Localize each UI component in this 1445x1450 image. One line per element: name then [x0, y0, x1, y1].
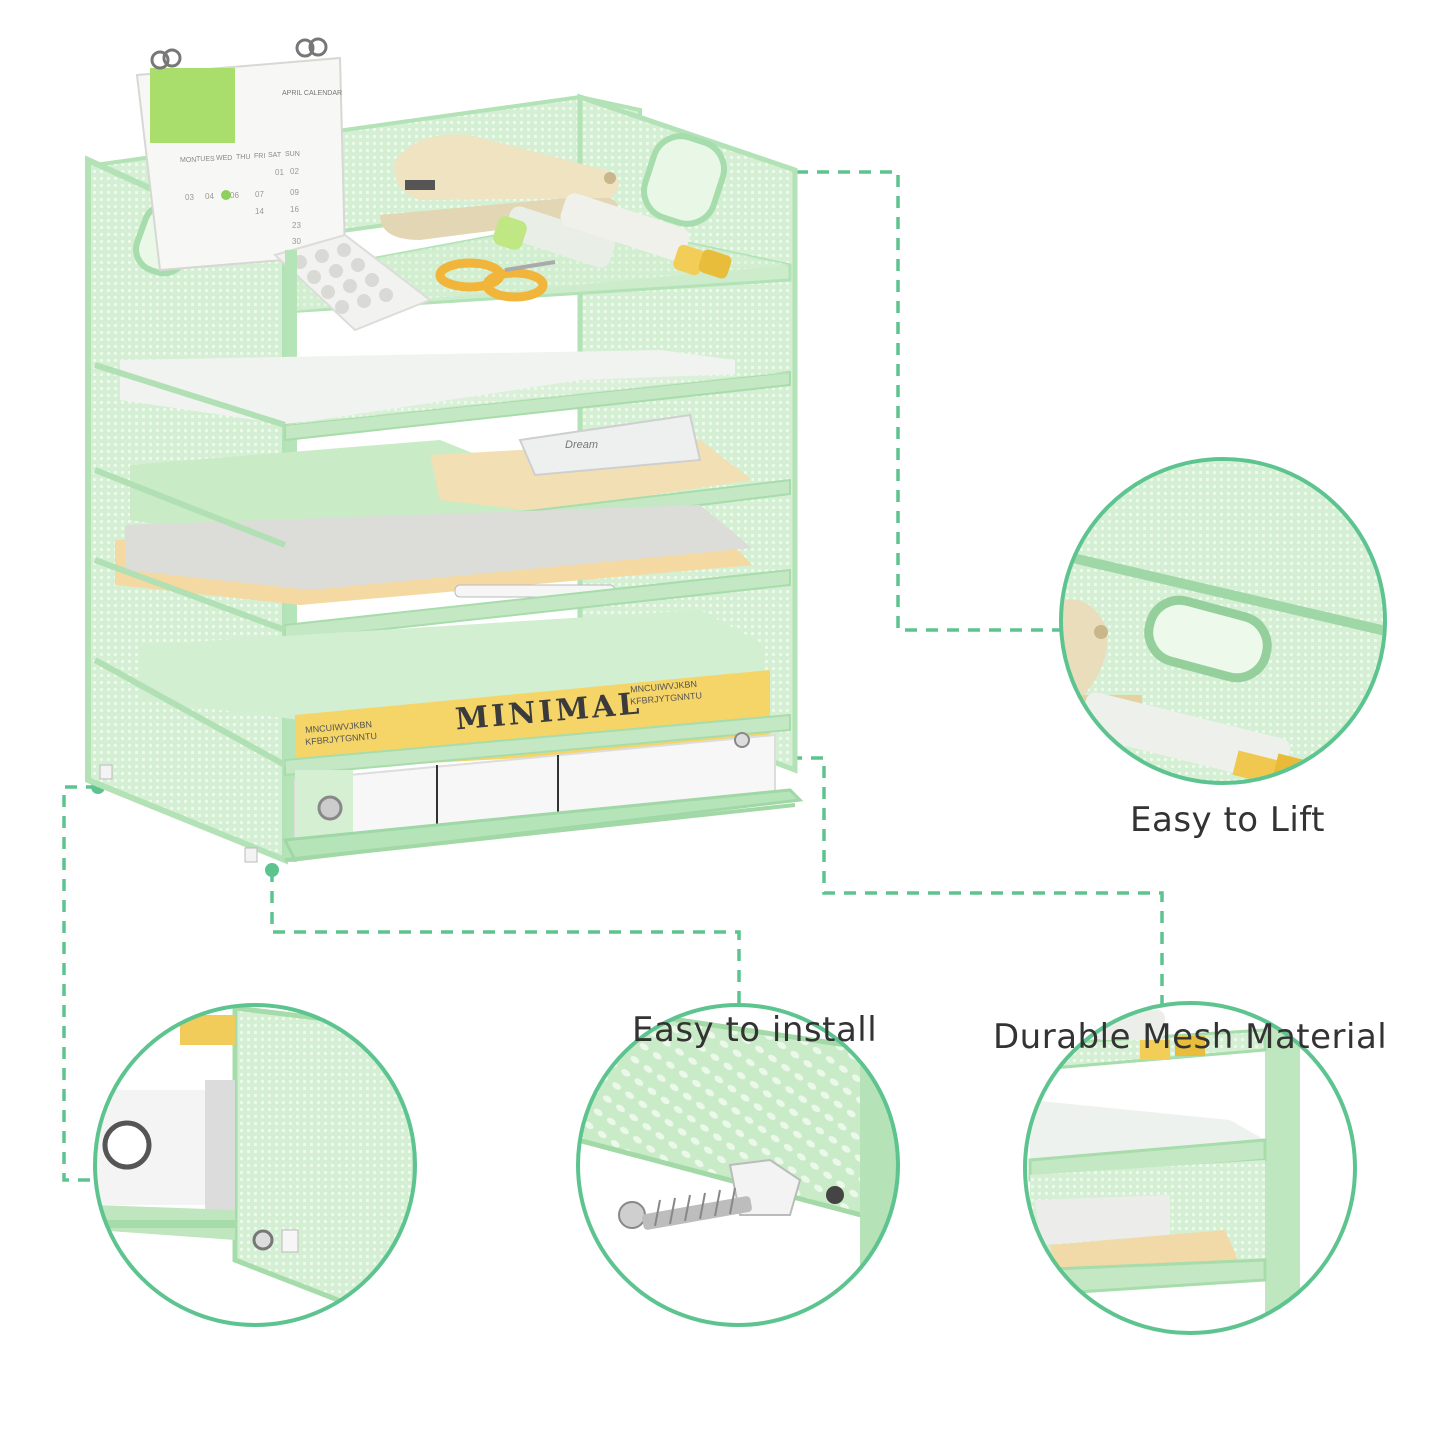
svg-text:16: 16 [290, 205, 299, 214]
svg-text:SAT: SAT [268, 152, 282, 159]
svg-text:06: 06 [230, 191, 239, 200]
svg-text:THU: THU [236, 154, 250, 161]
svg-text:03: 03 [185, 193, 194, 202]
svg-text:04: 04 [205, 192, 214, 201]
calendar-title: APRIL CALENDAR [282, 90, 342, 97]
screw-icon [618, 1187, 752, 1230]
svg-text:23: 23 [292, 221, 301, 230]
svg-text:02: 02 [290, 167, 299, 176]
calculator [273, 233, 433, 332]
detail-install [576, 1003, 900, 1327]
svg-text:WED: WED [216, 155, 232, 162]
svg-text:MON: MON [180, 157, 196, 164]
notebook: Dream [518, 413, 702, 477]
svg-text:Dream: Dream [565, 439, 598, 451]
svg-text:TUES: TUES [196, 156, 215, 163]
svg-text:01: 01 [275, 168, 284, 177]
stapler [380, 134, 619, 240]
svg-text:14: 14 [255, 207, 264, 216]
caption-easy-to-install: Easy to install [632, 1010, 878, 1050]
caption-easy-to-lift: Easy to Lift [1130, 800, 1325, 840]
yellow-book [295, 670, 770, 770]
caption-durable-mesh: Durable Mesh Material [993, 1017, 1388, 1057]
detail-lift [1059, 457, 1387, 785]
svg-text:SUN: SUN [285, 151, 300, 158]
svg-text:30: 30 [292, 237, 301, 246]
right-handle [641, 133, 727, 227]
detail-side [93, 1003, 417, 1327]
svg-text:FRI: FRI [254, 153, 265, 160]
highlighters [493, 193, 732, 279]
connector-lines [62, 170, 1164, 1182]
svg-text:09: 09 [290, 188, 299, 197]
svg-text:07: 07 [255, 190, 264, 199]
scissors [435, 258, 556, 302]
